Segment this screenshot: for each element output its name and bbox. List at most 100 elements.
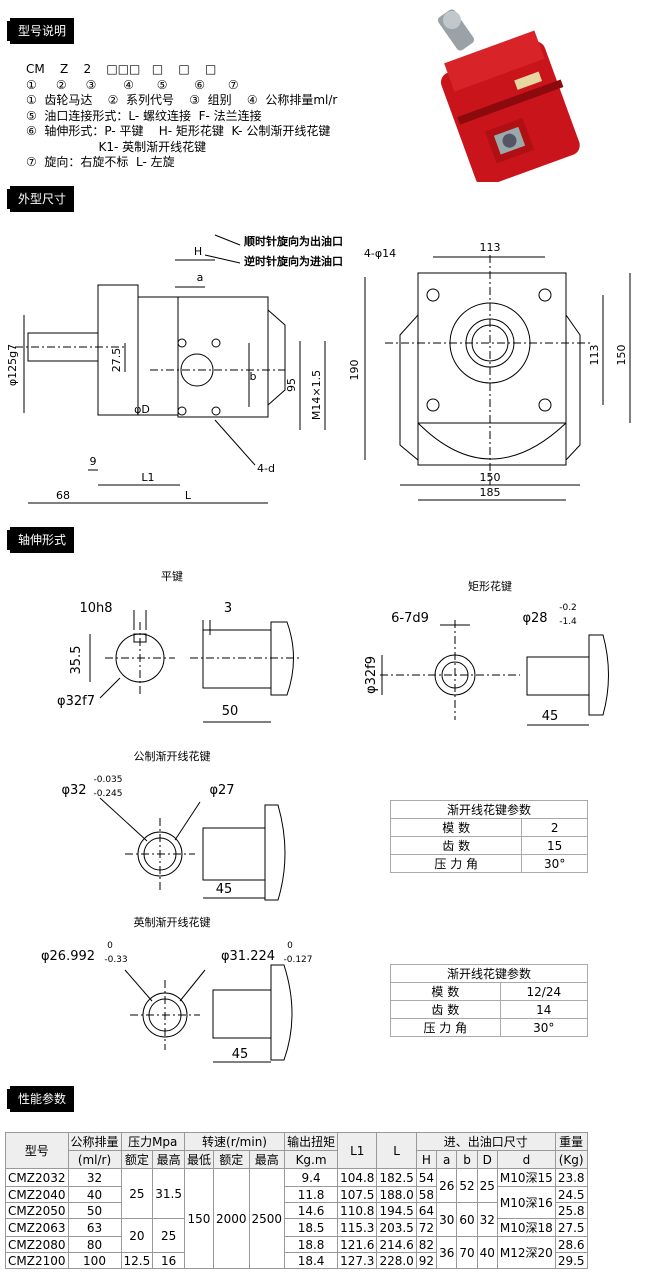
cell-b: 52 bbox=[456, 1168, 478, 1203]
col-header: 压力Mpa bbox=[120, 1132, 185, 1151]
param-value: 30° bbox=[521, 854, 588, 873]
cell-speed-max: 2500 bbox=[248, 1168, 286, 1269]
dim-label: φ125g7 bbox=[6, 344, 19, 386]
cell-model: CMZ2050 bbox=[5, 1202, 69, 1219]
section-tag-outline: 外型尺寸 bbox=[6, 186, 75, 212]
dim-label: 113 bbox=[480, 241, 501, 254]
cell-L1: 107.5 bbox=[337, 1186, 378, 1203]
inch-spline-shaft bbox=[212, 989, 272, 1039]
col-header: D bbox=[476, 1150, 498, 1169]
cell-torque: 11.8 bbox=[284, 1186, 339, 1203]
param-value: 14 bbox=[499, 1000, 589, 1019]
dim-label: -0.245 bbox=[93, 789, 122, 799]
rect-spline-title: 矩形花键 bbox=[468, 579, 512, 593]
dim-label: 68 bbox=[56, 489, 70, 502]
col-header: 最高 bbox=[152, 1150, 185, 1169]
cell-speed-rated: 2000 bbox=[212, 1168, 250, 1269]
model-code-item: ⑦ 旋向：右旋不标 L- 左旋 bbox=[26, 155, 175, 169]
cell-D: 25 bbox=[476, 1168, 498, 1203]
cell-model: CMZ2080 bbox=[5, 1236, 69, 1253]
table-title: 渐开线花键参数 bbox=[390, 800, 588, 819]
dim-label: 150 bbox=[615, 345, 628, 366]
dim-label: 45 bbox=[232, 1047, 249, 1062]
cell-press-max: 25 bbox=[152, 1218, 185, 1253]
cell-a: 26 bbox=[436, 1168, 458, 1203]
col-header: 转速(r/min) bbox=[183, 1132, 286, 1151]
section-tag-shaft: 轴伸形式 bbox=[6, 527, 75, 553]
rect-spline-shaft bbox=[526, 656, 590, 696]
cell-torque: 18.5 bbox=[284, 1218, 339, 1237]
cell-weight: 29.5 bbox=[554, 1252, 588, 1269]
param-label: 模 数 bbox=[390, 982, 501, 1001]
performance-table: 型号 公称排量 压力Mpa 转速(r/min) 输出扭矩 L1 L 进、出油口尺… bbox=[5, 1132, 588, 1269]
cell-D: 40 bbox=[476, 1236, 498, 1269]
front-flange bbox=[417, 272, 567, 424]
cell-press-max: 16 bbox=[152, 1252, 185, 1269]
cell-press-rated: 20 bbox=[120, 1218, 154, 1253]
cell-weight: 24.5 bbox=[554, 1186, 588, 1203]
dim-label: -0.2 bbox=[559, 603, 577, 613]
cell-L1: 115.3 bbox=[337, 1218, 378, 1237]
col-header: 输出扭矩 bbox=[284, 1132, 339, 1151]
dim-label: φ26.992 bbox=[41, 949, 95, 964]
dim-label: φ32f9 bbox=[364, 656, 379, 694]
cell-L1: 104.8 bbox=[337, 1168, 378, 1187]
dim-label: H bbox=[194, 245, 202, 258]
cell-weight: 28.6 bbox=[554, 1236, 588, 1253]
dim-label: 35.5 bbox=[69, 646, 84, 675]
param-value: 2 bbox=[521, 818, 588, 837]
param-label: 压 力 角 bbox=[389, 854, 523, 873]
cell-L1: 121.6 bbox=[337, 1236, 378, 1253]
cell-H: 72 bbox=[415, 1218, 438, 1237]
dim-label: 27.5 bbox=[110, 348, 123, 373]
cell-d: M12深20 bbox=[496, 1236, 556, 1269]
model-code-item: ⑥ 轴伸形式：P- 平键 H- 矩形花键 K- 公制渐开线花键 bbox=[26, 124, 331, 138]
shaft-drawings: 平键 10h8 3 35.5 φ32f7 50 矩形花键 6-7d9 φ28 -… bbox=[41, 569, 609, 1063]
cell-press-max: 31.5 bbox=[152, 1168, 185, 1219]
dim-label: 3 bbox=[224, 601, 232, 616]
cell-speed-min: 150 bbox=[183, 1168, 214, 1269]
cell-L: 228.0 bbox=[376, 1252, 417, 1269]
cell-a: 36 bbox=[436, 1236, 458, 1269]
table-row: CMZ2100 100 12.5 16 18.4 127.3 228.0 92 … bbox=[5, 1252, 588, 1269]
section-tag-performance: 性能参数 bbox=[6, 1086, 75, 1112]
cell-L: 194.5 bbox=[376, 1202, 417, 1219]
col-header: 进、出油口尺寸 bbox=[415, 1132, 556, 1151]
table-row: CMZ2080 80 18.8 121.6 214.6 82 36 70 40 … bbox=[5, 1236, 588, 1269]
cell-press-rated: 12.5 bbox=[120, 1252, 154, 1269]
cell-H: 54 bbox=[415, 1168, 438, 1187]
table-row: CMZ2040 40 11.8 107.5 188.0 58 M10深16 24… bbox=[5, 1186, 588, 1219]
cell-L: 214.6 bbox=[376, 1236, 417, 1253]
cell-press-rated: 25 bbox=[120, 1168, 154, 1219]
dim-label: φ31.224 bbox=[221, 949, 275, 964]
cell-model: CMZ2032 bbox=[5, 1168, 69, 1187]
dim-label: 0 bbox=[107, 941, 113, 951]
cell-model: CMZ2100 bbox=[5, 1252, 69, 1269]
cell-L1: 110.8 bbox=[337, 1202, 378, 1219]
cell-disp: 100 bbox=[67, 1252, 122, 1269]
col-header: 型号 bbox=[5, 1132, 69, 1169]
inch-spline-title: 英制渐开线花键 bbox=[134, 915, 211, 929]
param-value: 12/24 bbox=[499, 982, 589, 1001]
cell-torque: 14.6 bbox=[284, 1202, 339, 1219]
dim-label: 185 bbox=[480, 486, 501, 499]
param-label: 齿 数 bbox=[389, 836, 523, 855]
col-header: 重量 bbox=[554, 1132, 588, 1151]
cell-L: 188.0 bbox=[376, 1186, 417, 1203]
table-row: CMZ2063 63 20 25 18.5 115.3 203.5 72 M10… bbox=[5, 1218, 588, 1253]
dim-label: φ28 bbox=[522, 611, 547, 626]
col-header: 额定 bbox=[212, 1150, 250, 1169]
cell-L: 203.5 bbox=[376, 1218, 417, 1237]
param-value: 30° bbox=[499, 1018, 589, 1037]
model-code-line: CM Z 2 □□□ □ □ □ bbox=[26, 62, 217, 76]
dim-label: 190 bbox=[348, 360, 361, 381]
dim-label: φ27 bbox=[209, 783, 234, 798]
motor-photo bbox=[437, 9, 580, 182]
table-title: 渐开线花键参数 bbox=[390, 964, 588, 983]
flat-key-shaft bbox=[202, 629, 272, 689]
dim-label: -0.33 bbox=[104, 955, 127, 965]
